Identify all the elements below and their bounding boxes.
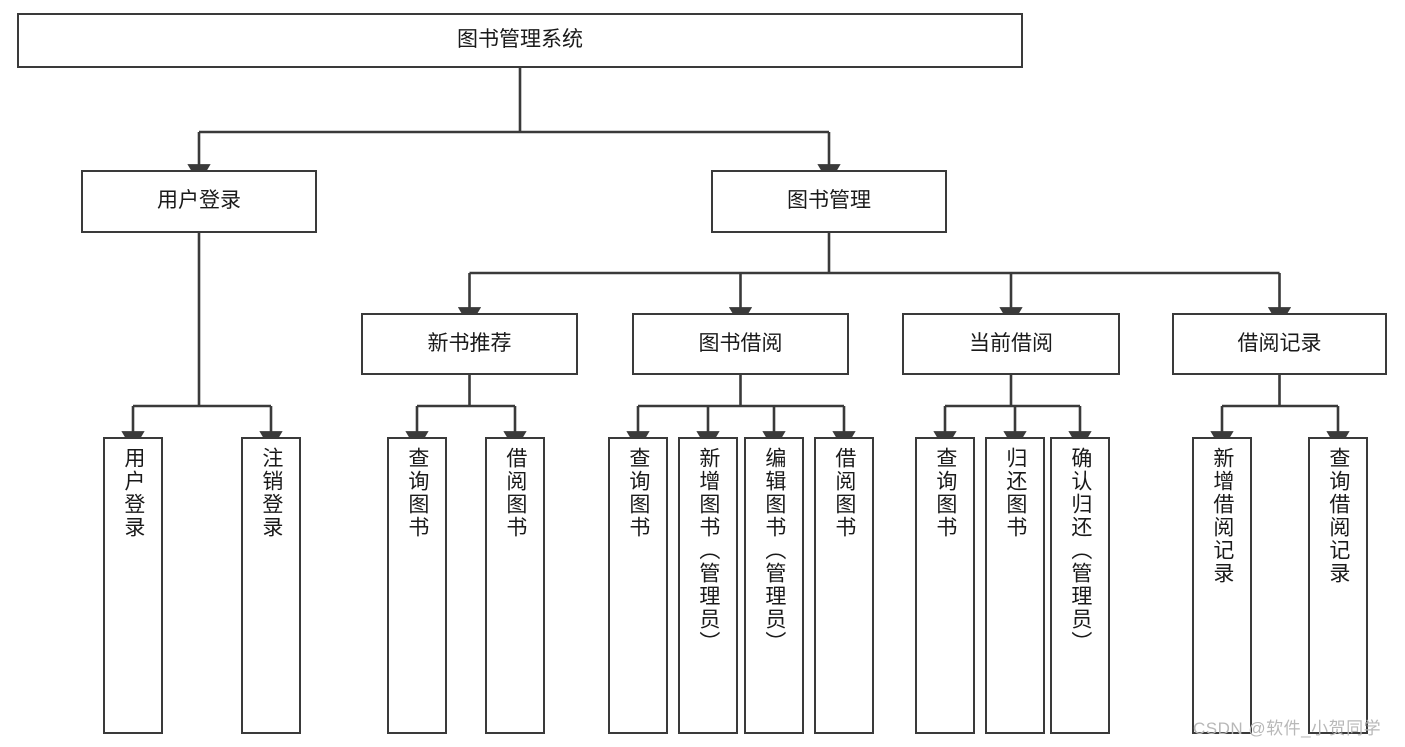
node-label: 查询图书 <box>405 447 429 539</box>
node-label: 图书管理系统 <box>457 28 583 52</box>
node-user-login[interactable]: 用户登录 <box>81 170 317 233</box>
node-label: 新增借阅记录 <box>1210 447 1234 585</box>
node-label: 查询图书 <box>933 447 957 539</box>
node-leaf-query-record[interactable]: 查询借阅记录 <box>1308 437 1368 734</box>
node-label: 查询图书 <box>626 447 650 539</box>
node-label: 用户登录 <box>157 189 241 213</box>
node-label: 借阅图书 <box>503 447 527 539</box>
node-book-manage[interactable]: 图书管理 <box>711 170 947 233</box>
node-leaf-add-book[interactable]: 新增图书（管理员） <box>678 437 738 734</box>
node-label: 查询借阅记录 <box>1326 447 1350 585</box>
node-label: 当前借阅 <box>969 331 1053 355</box>
node-label: 归还图书 <box>1003 447 1027 539</box>
node-leaf-logout[interactable]: 注销登录 <box>241 437 301 734</box>
node-leaf-return-book[interactable]: 归还图书 <box>985 437 1045 734</box>
node-leaf-query-book-1[interactable]: 查询图书 <box>387 437 447 734</box>
node-label: 用户登录 <box>121 447 145 539</box>
node-new-book-recommend[interactable]: 新书推荐 <box>361 313 578 375</box>
node-label: 注销登录 <box>259 447 283 539</box>
node-leaf-user-login[interactable]: 用户登录 <box>103 437 163 734</box>
node-label: 图书管理 <box>787 189 871 213</box>
node-leaf-borrow-book-1[interactable]: 借阅图书 <box>485 437 545 734</box>
node-leaf-query-book-2[interactable]: 查询图书 <box>608 437 668 734</box>
csdn-watermark: CSDN @软件_小贺同学 <box>1193 719 1382 738</box>
node-leaf-add-record[interactable]: 新增借阅记录 <box>1192 437 1252 734</box>
node-borrow-record[interactable]: 借阅记录 <box>1172 313 1387 375</box>
node-label: 图书借阅 <box>698 331 783 355</box>
node-label: 新增图书（管理员） <box>696 447 720 654</box>
node-current-borrow[interactable]: 当前借阅 <box>902 313 1120 375</box>
node-leaf-query-book-3[interactable]: 查询图书 <box>915 437 975 734</box>
node-leaf-confirm-return[interactable]: 确认归还（管理员） <box>1050 437 1110 734</box>
node-label: 编辑图书（管理员） <box>762 447 786 654</box>
node-leaf-borrow-book-2[interactable]: 借阅图书 <box>814 437 874 734</box>
node-leaf-edit-book[interactable]: 编辑图书（管理员） <box>744 437 804 734</box>
node-label: 借阅图书 <box>832 447 856 539</box>
node-label: 新书推荐 <box>427 331 512 355</box>
node-label: 借阅记录 <box>1237 331 1322 355</box>
node-root[interactable]: 图书管理系统 <box>17 13 1023 68</box>
node-label: 确认归还（管理员） <box>1068 447 1092 654</box>
node-book-borrow[interactable]: 图书借阅 <box>632 313 849 375</box>
